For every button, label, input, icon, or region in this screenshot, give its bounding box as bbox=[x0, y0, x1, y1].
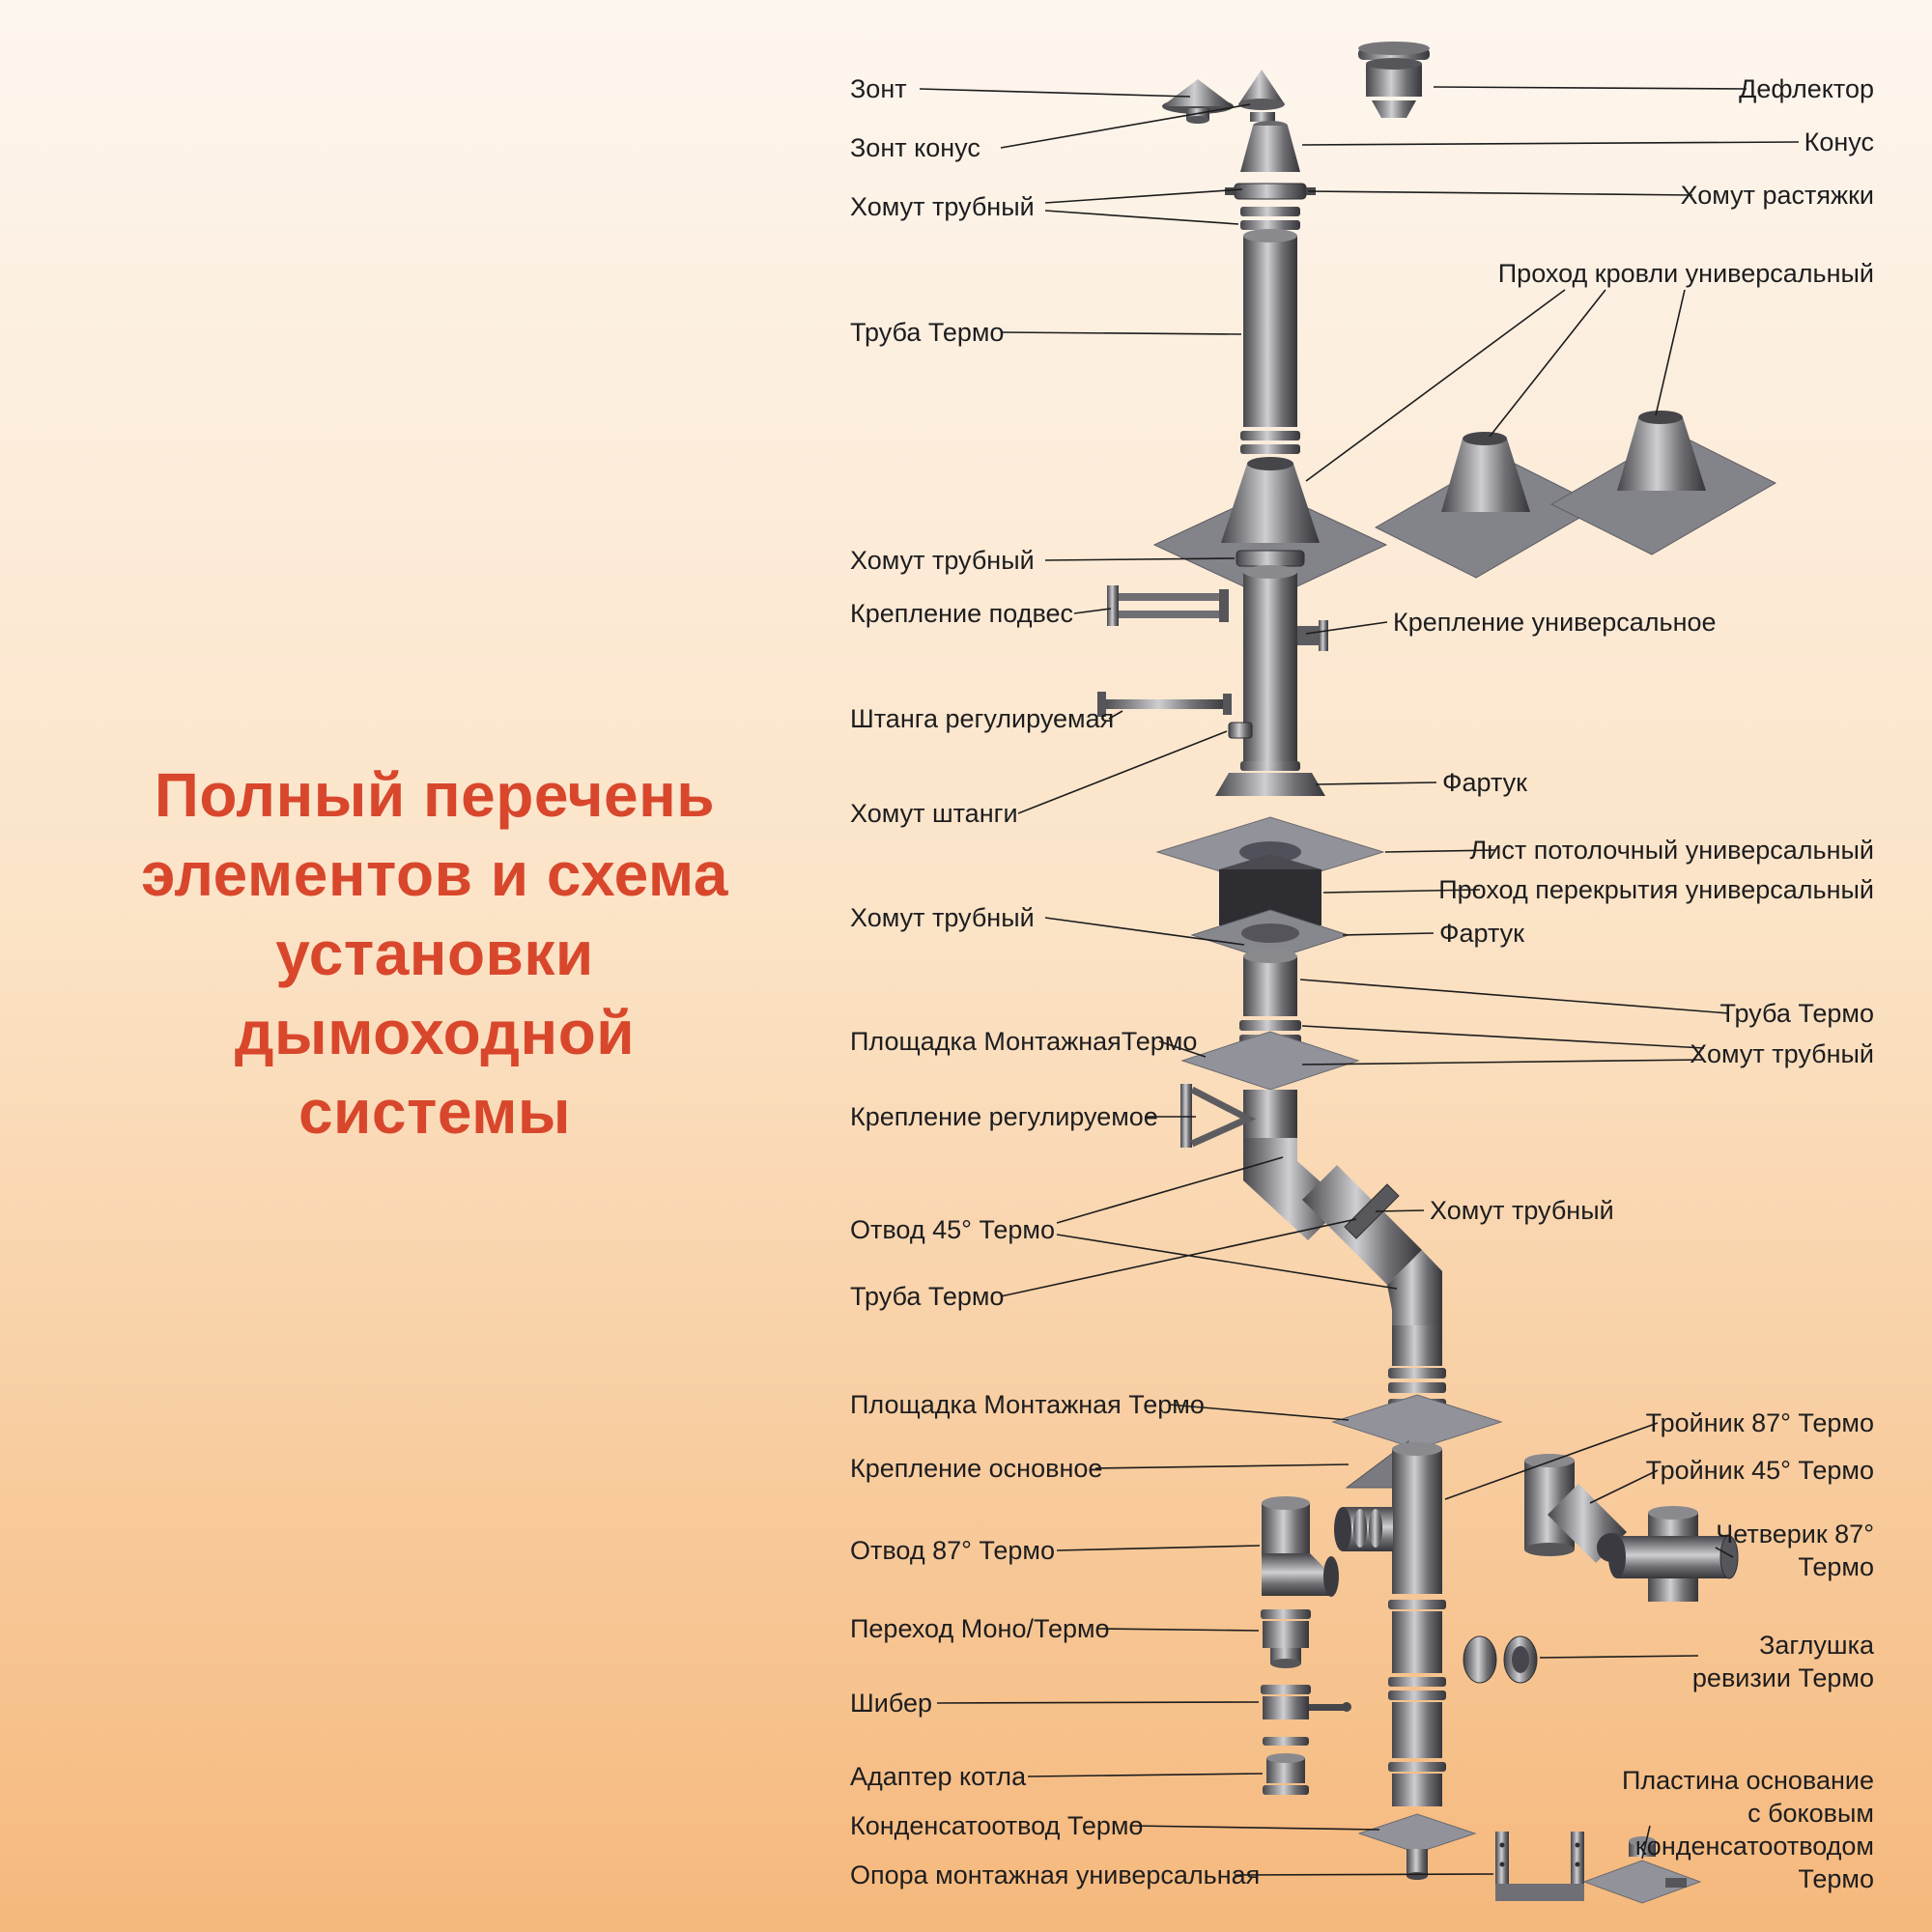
leader-lines bbox=[919, 86, 1800, 1876]
label-fartuk-1: Фартук bbox=[1442, 768, 1527, 797]
kreplenie-reguliruemoe-part-icon bbox=[1180, 1084, 1257, 1148]
perekhod-mono-termo-part-icon bbox=[1261, 1609, 1311, 1668]
fartuk-1-part-icon bbox=[1215, 761, 1325, 796]
truba-termo-1-part-icon bbox=[1240, 229, 1300, 454]
label-otvod-87-termo: Отвод 87° Термо bbox=[850, 1536, 1056, 1565]
label-khomut-trubny-mid: Хомут трубный bbox=[1430, 1196, 1614, 1225]
label-konus: Конус bbox=[1804, 128, 1874, 156]
label-shiber: Шибер bbox=[850, 1689, 933, 1718]
label-truba-termo-1: Труба Термо bbox=[850, 318, 1005, 347]
zont-part-icon bbox=[1162, 79, 1234, 124]
label-shtanga-reguliruemaya: Штанга регулируемая bbox=[850, 704, 1115, 733]
joint-discs-part-icon bbox=[1353, 1509, 1382, 1548]
label-kreplenie-podves: Крепление подвес bbox=[850, 599, 1074, 628]
zaglushka-revizii-part-icon bbox=[1463, 1635, 1538, 1684]
khomut-rastyazhki-part-icon bbox=[1225, 183, 1316, 200]
label-prokhod-perekrytiya: Проход перекрытия универсальный bbox=[1438, 875, 1874, 904]
otvod-87-part-icon bbox=[1262, 1496, 1339, 1597]
label-adapter-kotla: Адаптер котла bbox=[850, 1762, 1027, 1791]
page-title: Полный перечень элементов и схема устано… bbox=[141, 760, 728, 1147]
label-zaglushka-revizii: Заглушка ревизии Термо bbox=[1691, 1631, 1874, 1692]
ploshchadka-2-part-icon bbox=[1331, 1394, 1503, 1450]
khomut-shtangi-part-icon bbox=[1228, 722, 1253, 739]
label-perekhod-mono-termo: Переход Моно/Термо bbox=[850, 1614, 1110, 1643]
khomut-trubny-ring-part-icon bbox=[1236, 550, 1305, 567]
kondensatootvod-part-icon bbox=[1357, 1813, 1477, 1880]
label-kreplenie-reguliruemoe: Крепление регулируемое bbox=[850, 1102, 1158, 1131]
adapter-kotla-part-icon bbox=[1263, 1737, 1309, 1795]
label-khomut-trubny-right: Хомут трубный bbox=[1690, 1039, 1874, 1068]
label-zont-konus: Зонт конус bbox=[850, 133, 980, 162]
kreplenie-podves-part-icon bbox=[1107, 585, 1229, 626]
label-chetverik-87-termo: Четверик 87° Термо bbox=[1716, 1520, 1874, 1581]
label-kreplenie-universalnoe: Крепление универсальное bbox=[1393, 608, 1717, 637]
label-otvod-45-termo: Отвод 45° Термо bbox=[850, 1215, 1056, 1244]
label-opora-montazhnaya: Опора монтажная универсальная bbox=[850, 1861, 1261, 1889]
khomut-diagonal-part-icon bbox=[1344, 1183, 1400, 1239]
ploshchadka-1-part-icon bbox=[1180, 1031, 1360, 1138]
label-zont: Зонт bbox=[850, 74, 907, 103]
lower-pipe-2-part-icon bbox=[1388, 1600, 1446, 1806]
label-troinik-45-termo: Тройник 45° Термо bbox=[1645, 1456, 1874, 1485]
list-potolochny-part-icon bbox=[1155, 816, 1385, 888]
label-khomut-trubny-1: Хомут трубный bbox=[850, 192, 1035, 221]
otvod-45-2-part-icon bbox=[1387, 1250, 1442, 1325]
truba-termo-3-part-icon bbox=[1243, 950, 1297, 1016]
prokhod-krovli-1-part-icon bbox=[1152, 457, 1388, 600]
label-troinik-87-termo: Тройник 87° Термо bbox=[1645, 1408, 1874, 1437]
label-khomut-trubny-3: Хомут трубный bbox=[850, 903, 1035, 932]
konus-part-icon bbox=[1240, 121, 1300, 172]
plastina-osnovanie-part-icon bbox=[1582, 1836, 1702, 1904]
label-truba-termo-right: Труба Термо bbox=[1719, 999, 1874, 1028]
label-fartuk-2: Фартук bbox=[1439, 919, 1524, 948]
label-plastina-osnovanie: Пластина основание с боковым конденсатоо… bbox=[1621, 1766, 1874, 1893]
label-khomut-shtangi: Хомут штанги bbox=[850, 799, 1018, 828]
label-ploshchadka-montazhnaya-2: Площадка Монтажная Термо bbox=[850, 1390, 1205, 1419]
label-kondensatootvod-termo: Конденсатоотвод Термо bbox=[850, 1811, 1144, 1840]
label-truba-termo-2: Труба Термо bbox=[850, 1282, 1005, 1311]
top-rings-part-icon bbox=[1240, 207, 1300, 230]
fartuk-2-part-icon bbox=[1190, 909, 1350, 961]
label-khomut-rastyazhki: Хомут растяжки bbox=[1680, 181, 1874, 210]
prokhod-krovli-3-part-icon bbox=[1549, 411, 1777, 555]
chetverik-87-part-icon bbox=[1608, 1506, 1739, 1602]
label-ploshchadka-montazhnaya-1: Площадка МонтажнаяТермо bbox=[850, 1027, 1198, 1056]
label-prokhod-krovli: Проход кровли универсальный bbox=[1497, 259, 1874, 288]
shtanga-reguliruemaya-part-icon bbox=[1097, 692, 1232, 717]
truba-termo-2-part-icon bbox=[1243, 565, 1297, 771]
opora-montazhnaya-part-icon bbox=[1495, 1832, 1584, 1901]
kreplenie-universalnoe-part-icon bbox=[1297, 620, 1328, 651]
label-list-potolochny: Лист потолочный универсальный bbox=[1469, 836, 1874, 865]
shiber-part-icon bbox=[1261, 1685, 1351, 1719]
label-deflektor: Дефлектор bbox=[1739, 74, 1874, 103]
deflektor-part-icon bbox=[1358, 42, 1430, 118]
label-kreplenie-osnovnoe: Крепление основное bbox=[850, 1454, 1103, 1483]
prokhod-krovli-2-part-icon bbox=[1374, 432, 1602, 579]
zont-konus-part-icon bbox=[1238, 70, 1285, 122]
label-khomut-trubny-2: Хомут трубный bbox=[850, 546, 1035, 575]
troinik-87-part-icon bbox=[1334, 1442, 1442, 1594]
